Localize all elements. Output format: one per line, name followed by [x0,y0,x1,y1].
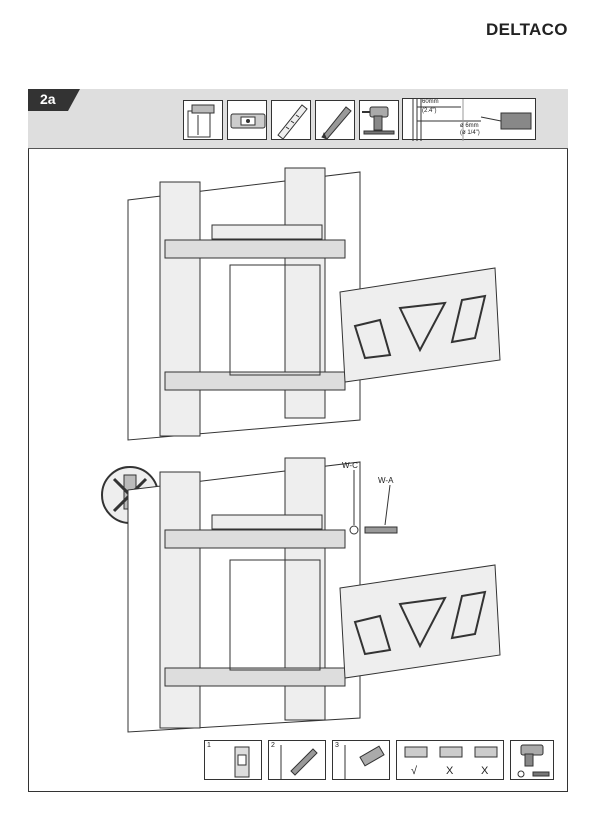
mini-step-3 [332,740,390,780]
level-bad-mark: X [481,765,489,777]
level-ok-mark: √ [411,765,418,777]
mini-step-number: 3 [335,742,339,749]
mini-step-1 [204,740,262,780]
level-bad-mark: X [446,765,454,777]
stud-finder-icon [205,741,263,781]
washer-callout: W-C [342,461,358,470]
drill-bit-box [510,740,554,780]
mini-step-2 [268,740,326,780]
mini-step-number: 2 [271,742,275,749]
drill-icon [511,741,555,781]
drill-icon [333,741,391,781]
screw-callout: W-A [378,476,393,485]
mini-step-number: 1 [207,742,211,749]
pencil-icon [269,741,327,781]
level-check-marks: √ X X [396,740,504,780]
